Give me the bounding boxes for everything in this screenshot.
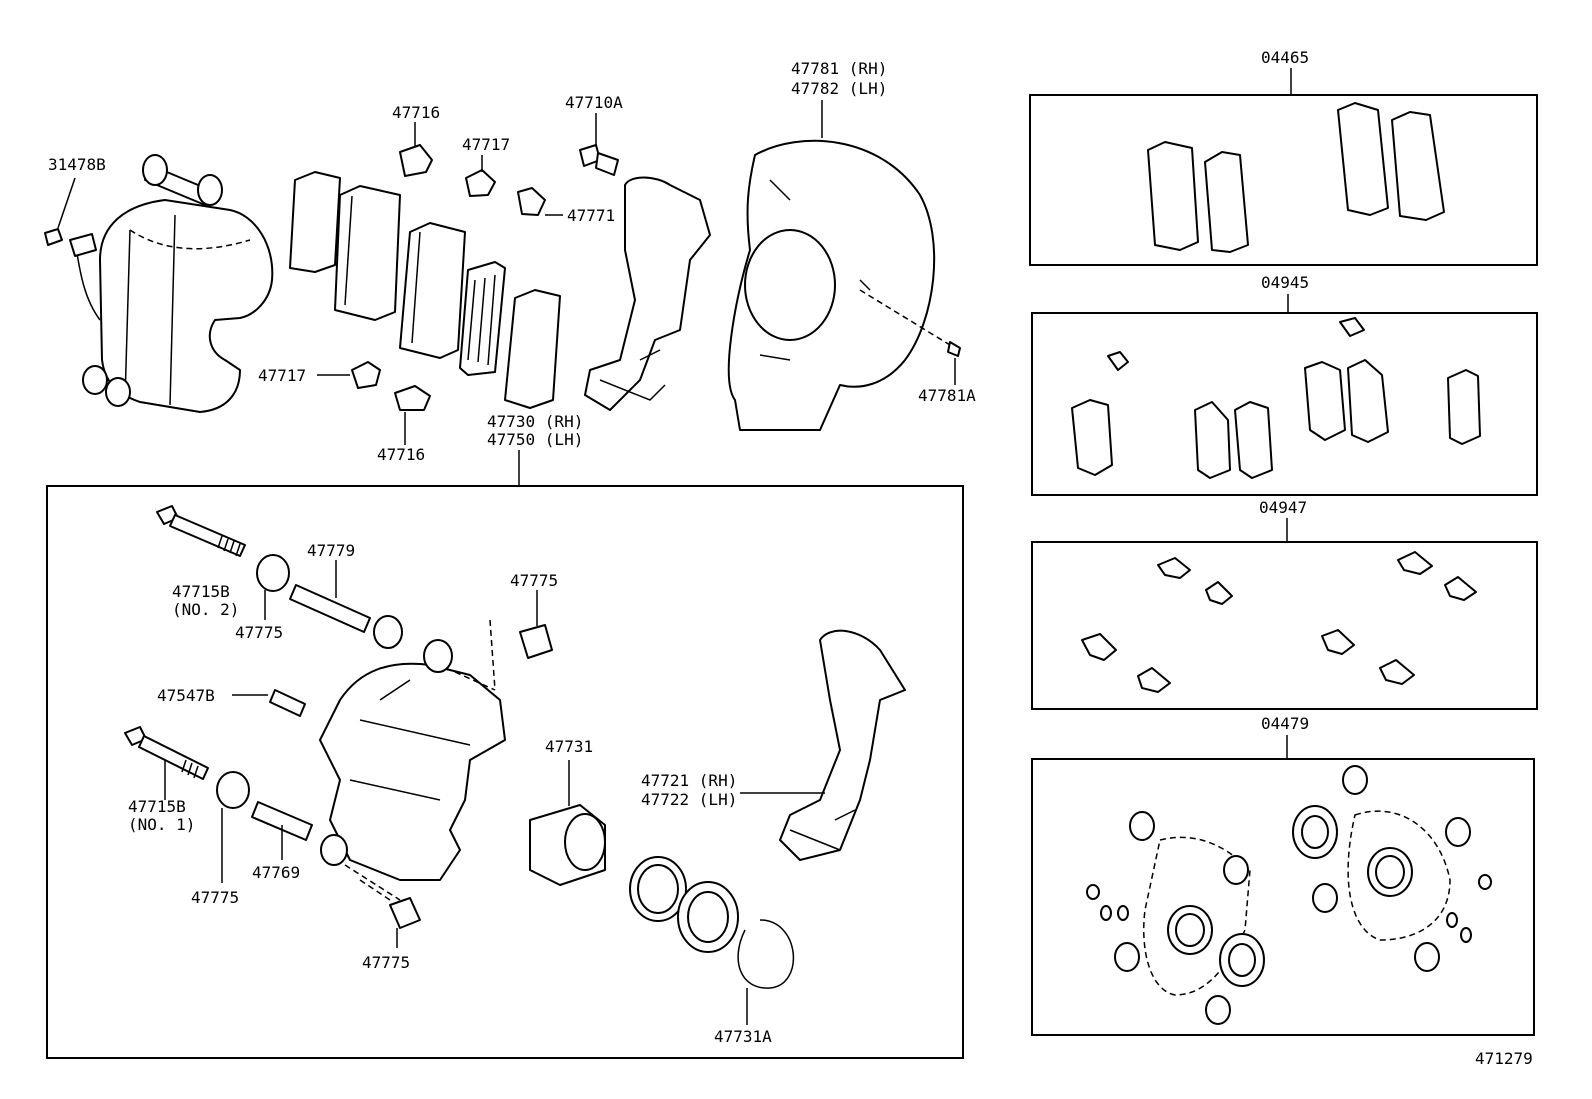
label-47775-c: 47775 <box>191 888 239 907</box>
label-47731a: 47731A <box>714 1027 772 1046</box>
bleeder-screw-31478b <box>44 177 97 257</box>
label-47716-bottom: 47716 <box>377 445 425 464</box>
kit-04947: 04947 <box>1031 498 1538 710</box>
kit-04479: 04479 <box>1031 714 1535 1036</box>
label-47750-lh: 47750 (LH) <box>487 430 583 449</box>
label-47717-bottom: 47717 <box>258 366 306 385</box>
kit-04945-label: 04945 <box>1261 273 1309 292</box>
upper-labels: 31478B 47716 47717 47710A 47771 47781 (R… <box>48 59 976 486</box>
diagram-id: 471279 <box>1475 1049 1533 1068</box>
label-47547b: 47547B <box>157 686 215 705</box>
label-47782-lh: 47782 (LH) <box>791 79 887 98</box>
caliper-mount-top <box>584 176 711 411</box>
caliper-assembly-parts <box>124 505 906 1025</box>
label-47781-rh: 47781 (RH) <box>791 59 887 78</box>
label-47710a: 47710A <box>565 93 623 112</box>
kit-04947-label: 04947 <box>1259 498 1307 517</box>
label-47717-top: 47717 <box>462 135 510 154</box>
caliper-assembly-box <box>46 485 964 1059</box>
label-47769: 47769 <box>252 863 300 882</box>
bolt-47710a <box>579 113 619 176</box>
label-no2: (NO. 2) <box>172 600 239 619</box>
label-47771: 47771 <box>567 206 615 225</box>
label-47731: 47731 <box>545 737 593 756</box>
kit-04465-label: 04465 <box>1261 48 1309 67</box>
label-47779: 47779 <box>307 541 355 560</box>
label-47781a: 47781A <box>918 386 976 405</box>
label-47775-b: 47775 <box>510 571 558 590</box>
kit-04945: 04945 <box>1031 273 1538 496</box>
label-47715b-no1: 47715B <box>128 797 186 816</box>
caliper-housing-top <box>74 154 274 413</box>
label-47775-a: 47775 <box>235 623 283 642</box>
clips-top <box>317 122 563 445</box>
label-47721-rh: 47721 (RH) <box>641 771 737 790</box>
kit-04479-label: 04479 <box>1261 714 1309 733</box>
label-47715b-no2: 47715B <box>172 582 230 601</box>
label-47716-top: 47716 <box>392 103 440 122</box>
label-47775-d: 47775 <box>362 953 410 972</box>
label-47722-lh: 47722 (LH) <box>641 790 737 809</box>
pad-set-top <box>289 171 561 409</box>
label-no1: (NO. 1) <box>128 815 195 834</box>
label-31478b: 31478B <box>48 155 106 174</box>
dust-shield <box>727 100 961 431</box>
label-47730-rh: 47730 (RH) <box>487 412 583 431</box>
kit-04465: 04465 <box>1029 48 1538 266</box>
lower-labels: 47715B (NO. 2) 47775 47779 47775 47547B … <box>128 541 772 1046</box>
